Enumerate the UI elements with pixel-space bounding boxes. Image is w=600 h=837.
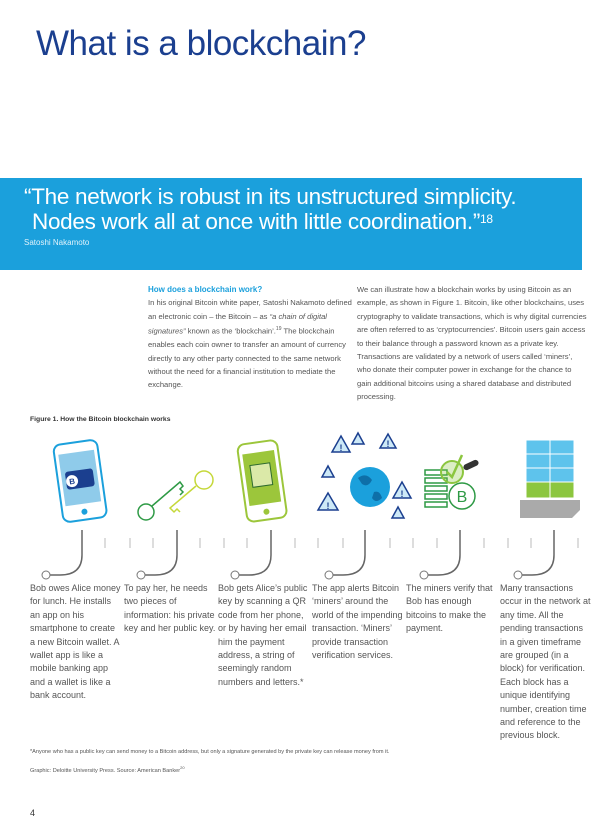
bitcoin-symbol: B xyxy=(69,477,76,487)
footnote-ref: 20 xyxy=(180,765,185,770)
alert-mark: ! xyxy=(387,439,390,449)
quote-footnote-ref: 18 xyxy=(480,212,493,226)
body-right-column: We can illustrate how a blockchain works… xyxy=(357,283,587,404)
page-title: What is a blockchain? xyxy=(36,24,366,63)
figure-footnote: *Anyone who has a public key can send mo… xyxy=(30,749,390,755)
timeline-ticks xyxy=(104,538,579,548)
body-left-column: How does a blockchain work? In his origi… xyxy=(148,283,353,392)
globe-alerts-icon: ! ! ! ! xyxy=(316,431,413,519)
step-1-text: Bob owes Alice money for lunch. He insta… xyxy=(30,583,121,701)
step-4-text: The app alerts Bitcoin ‘miners’ around t… xyxy=(312,583,403,661)
step-6-text: Many transactions occur in the network a… xyxy=(500,583,591,741)
source-text: Graphic: Deloitte University Press. Sour… xyxy=(30,767,181,774)
blocks-icon xyxy=(520,439,580,518)
figure-label: Figure 1. How the Bitcoin blockchain wor… xyxy=(30,416,171,423)
text: In his original Bitcoin white paper, Sat… xyxy=(148,298,352,321)
coins-verify-icon: B xyxy=(424,454,479,510)
timeline-nodes xyxy=(41,570,523,580)
keys-icon xyxy=(137,470,214,521)
footnote-ref: 19 xyxy=(275,326,282,333)
qr-phone-icon xyxy=(236,439,288,523)
timeline-connectors xyxy=(50,530,555,576)
section-heading: How does a blockchain work? xyxy=(148,285,263,294)
step-3-text: Bob gets Alice’s public key by scanning … xyxy=(218,583,308,687)
bitcoin-symbol: B xyxy=(457,489,468,506)
text: The blockchain enables each coin owner t… xyxy=(148,326,346,390)
step-5-text: The miners verify that Bob has enough bi… xyxy=(406,583,493,634)
quote-author: Satoshi Nakamoto xyxy=(24,238,90,247)
blockchain-illustration: B ! ! ! ! B xyxy=(41,431,580,580)
alert-mark: ! xyxy=(401,489,404,499)
quote-line-2: Nodes work all at once with little coord… xyxy=(32,209,481,234)
figure-source: Graphic: Deloitte University Press. Sour… xyxy=(30,765,185,774)
smartphone-wallet-icon: B xyxy=(52,439,108,523)
italic-quote: “a chain of digital signatures” xyxy=(148,311,327,336)
step-2-text: To pay her, he needs two pieces of infor… xyxy=(124,583,216,634)
body-paragraph: We can illustrate how a blockchain works… xyxy=(357,285,587,402)
quote-banner: “The network is robust in its unstructur… xyxy=(0,178,582,270)
quote-line-1: “The network is robust in its unstructur… xyxy=(24,184,517,209)
text: known as the ‘blockchain’. xyxy=(185,326,276,336)
alert-mark: ! xyxy=(327,501,330,511)
pull-quote: “The network is robust in its unstructur… xyxy=(24,184,517,234)
alert-mark: ! xyxy=(340,443,343,453)
page-number: 4 xyxy=(30,808,36,818)
body-paragraph: In his original Bitcoin white paper, Sat… xyxy=(148,296,353,391)
